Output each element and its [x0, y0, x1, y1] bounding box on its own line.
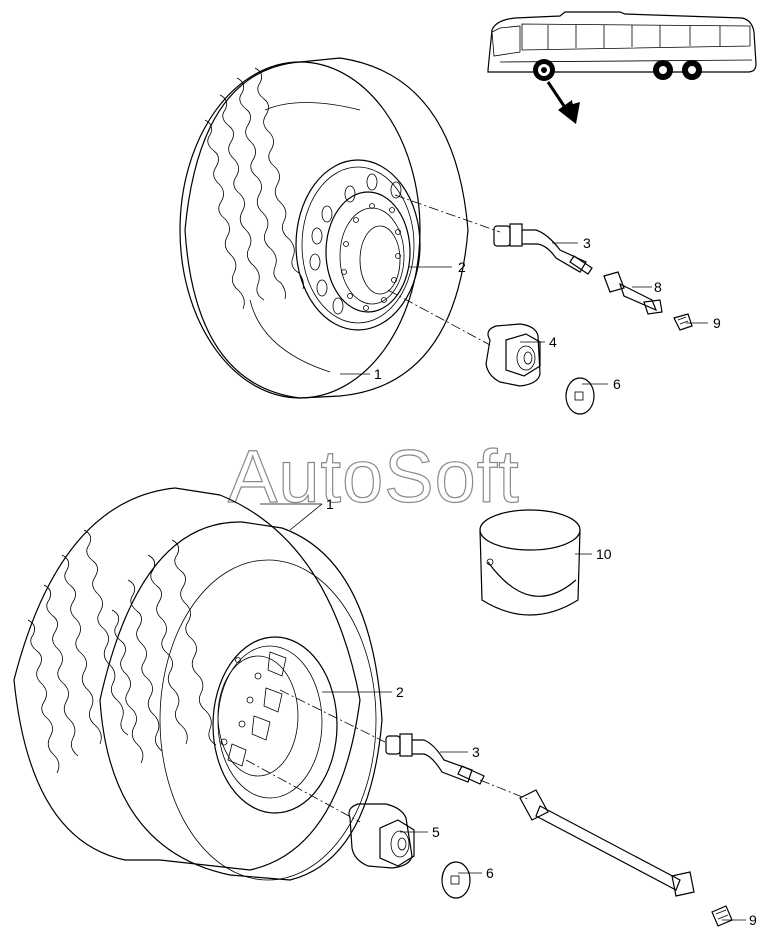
bottom-rim [212, 636, 338, 814]
callout-leaders [260, 242, 746, 921]
callout-bottom-valve-cap: 9 [749, 912, 757, 928]
front-wheel-highlight [533, 59, 555, 81]
callout-top-valve-extension: 3 [583, 235, 591, 251]
callout-bottom-valve-extension: 3 [472, 744, 480, 760]
locator-arrow [546, 81, 580, 124]
bottom-long-extension [519, 789, 695, 897]
bottom-valve-cap [711, 905, 733, 927]
top-valve-extension [493, 223, 593, 275]
watermark: AutoSoft [228, 435, 520, 518]
callout-top-nut: 4 [549, 334, 557, 350]
top-wheel-nut [485, 323, 541, 387]
top-tyre [179, 57, 469, 399]
top-nut-cap [565, 377, 595, 415]
bottom-dual-tyres [13, 487, 383, 881]
bottom-wheel-nut [348, 803, 415, 869]
grease-bucket [479, 509, 581, 616]
top-nut-centerline [387, 289, 491, 346]
callout-top-cap: 6 [613, 376, 621, 392]
bottom-valve-centerline [279, 689, 386, 743]
callout-top-tyre: 1 [374, 366, 382, 382]
callout-top-valve-cap: 9 [713, 315, 721, 331]
callout-bucket: 10 [596, 546, 612, 562]
callout-bottom-nut: 5 [432, 824, 440, 840]
top-valve-centerline [394, 194, 501, 233]
callout-top-rim: 2 [458, 259, 466, 275]
bottom-nut-centerline [245, 759, 361, 823]
callout-top-adapter: 8 [654, 279, 662, 295]
top-rim [295, 159, 421, 331]
callout-bottom-tyre: 1 [326, 496, 334, 512]
bottom-nut-cap [441, 861, 471, 899]
top-valve-cap [673, 313, 693, 331]
bottom-valve-extension [385, 733, 485, 785]
callout-bottom-cap: 6 [486, 865, 494, 881]
callout-bottom-rim: 2 [396, 684, 404, 700]
top-adapter [603, 271, 663, 315]
bus-locator-illustration [487, 11, 757, 124]
